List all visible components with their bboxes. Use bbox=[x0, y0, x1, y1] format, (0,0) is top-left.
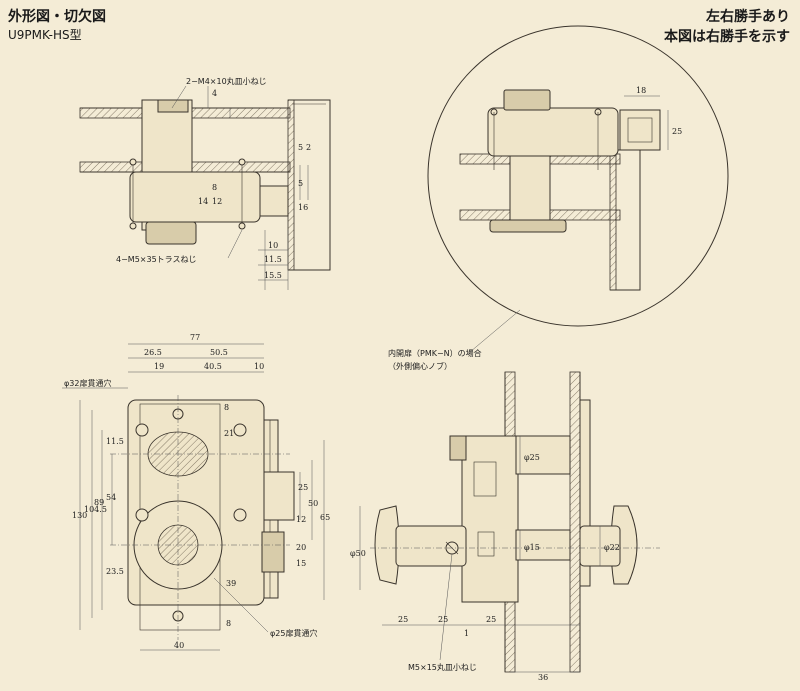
dim-top-5a: 5 bbox=[298, 143, 303, 152]
callout-screw-truss: 4−M5×35トラスねじ bbox=[116, 255, 197, 264]
dim-top-16: 16 bbox=[298, 203, 308, 212]
dim-side-phi25: φ25 bbox=[524, 453, 540, 462]
dim-front-8-top: 8 bbox=[224, 403, 229, 412]
handedness-note: 左右勝手あり bbox=[706, 9, 790, 25]
inward-door-detail bbox=[427, 25, 729, 353]
dim-top-10: 10 bbox=[268, 241, 278, 250]
dim-side-phi15: φ15 bbox=[524, 543, 540, 552]
dim-side-25b: 25 bbox=[438, 615, 448, 624]
dim-top-8: 8 bbox=[212, 183, 217, 192]
dim-front-54: 54 bbox=[106, 493, 116, 502]
dim-front-89: 89 bbox=[94, 498, 104, 507]
dim-top-2: 2 bbox=[306, 143, 311, 152]
dim-top-11-5: 11.5 bbox=[264, 255, 282, 264]
dim-top-12: 12 bbox=[212, 197, 222, 206]
dim-front-10: 10 bbox=[254, 362, 264, 371]
dim-front-130: 130 bbox=[72, 511, 87, 520]
dim-side-phi50: φ50 bbox=[350, 549, 366, 558]
dim-side-1: 1 bbox=[464, 629, 469, 638]
dim-front-50-5: 50.5 bbox=[210, 348, 228, 357]
dim-side-25a: 25 bbox=[398, 615, 408, 624]
dim-front-25: 25 bbox=[298, 483, 308, 492]
dim-top-14: 14 bbox=[198, 197, 208, 206]
dim-front-104-5: 104.5 bbox=[84, 505, 107, 514]
dim-top-4: 4 bbox=[212, 89, 217, 98]
dim-side-36: 36 bbox=[538, 673, 548, 682]
model-name: U9PMK-HS型 bbox=[8, 28, 82, 42]
dim-front-15: 15 bbox=[296, 559, 306, 568]
dim-front-23-5: 23.5 bbox=[106, 567, 124, 576]
dim-side-25c: 25 bbox=[486, 615, 496, 624]
dim-front-20: 20 bbox=[296, 543, 306, 552]
dim-front-65: 65 bbox=[320, 513, 330, 522]
callout-screw-top: 2−M4×10丸皿小ねじ bbox=[186, 76, 267, 86]
dim-front-8-bottom: 8 bbox=[226, 619, 231, 628]
callout-eccentric-knob: （外側偏心ノブ） bbox=[388, 361, 452, 371]
dim-front-40: 40 bbox=[174, 641, 184, 650]
callout-bore-25: φ25扉貫通穴 bbox=[270, 628, 317, 638]
side-section-view bbox=[359, 371, 660, 673]
dim-top-5b: 5 bbox=[298, 179, 303, 188]
dim-front-77: 77 bbox=[190, 333, 200, 342]
dim-front-39: 39 bbox=[226, 579, 236, 588]
front-view bbox=[62, 343, 325, 651]
dim-circle-18: 18 bbox=[636, 86, 646, 95]
dim-circle-25: 25 bbox=[672, 127, 682, 136]
dim-side-phi22: φ22 bbox=[604, 543, 620, 552]
dim-front-26-5: 26.5 bbox=[144, 348, 162, 357]
callout-bore-32: φ32扉貫通穴 bbox=[64, 378, 111, 388]
dim-front-40-5: 40.5 bbox=[204, 362, 222, 371]
callout-screw-m5: M5×15丸皿小ねじ bbox=[408, 662, 477, 672]
dim-front-21: 21 bbox=[224, 429, 234, 438]
dim-front-19: 19 bbox=[154, 362, 164, 371]
dim-top-15-5: 15.5 bbox=[264, 271, 282, 280]
callout-inward-door: 内開扉（PMK−N）の場合 bbox=[388, 348, 482, 358]
dim-front-50: 50 bbox=[308, 499, 318, 508]
page-title: 外形図・切欠図 bbox=[8, 9, 106, 25]
handedness-note-detail: 本図は右勝手を示す bbox=[664, 29, 790, 45]
top-cutaway-view bbox=[79, 86, 331, 290]
dim-front-12: 12 bbox=[296, 515, 306, 524]
dim-front-11-5: 11.5 bbox=[106, 437, 124, 446]
